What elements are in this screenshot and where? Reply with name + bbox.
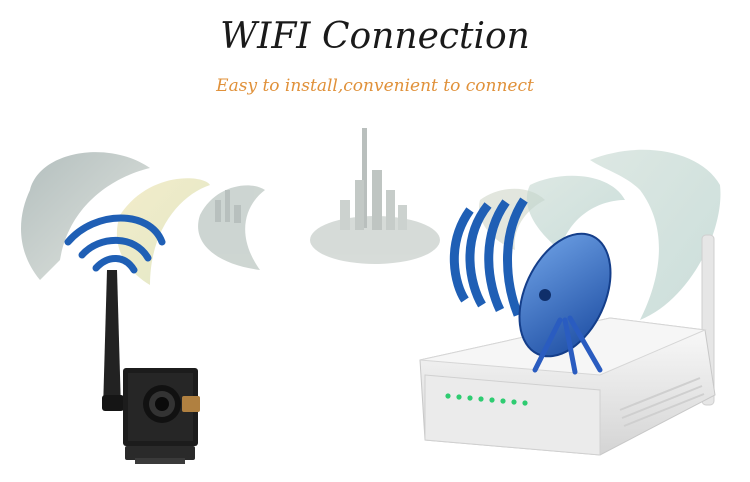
scenic-crescent-right-2 (526, 175, 625, 250)
scenic-crescent-city (198, 185, 265, 270)
satellite-dish-icon (449, 197, 612, 375)
wifi-signal-icon (64, 214, 166, 274)
scenic-city-center (310, 128, 440, 264)
page-title: WIFI Connection (220, 16, 530, 57)
mini-camera (123, 368, 200, 464)
scenic-crescent-beach (116, 178, 210, 285)
scenic-crescent-right-3 (590, 149, 721, 320)
scenic-crescent-left (20, 152, 150, 280)
page-subtitle: Easy to install,convenient to connect (216, 76, 534, 96)
camera-antenna (102, 270, 124, 411)
router-vents (619, 377, 705, 427)
router-led-row (445, 393, 528, 406)
